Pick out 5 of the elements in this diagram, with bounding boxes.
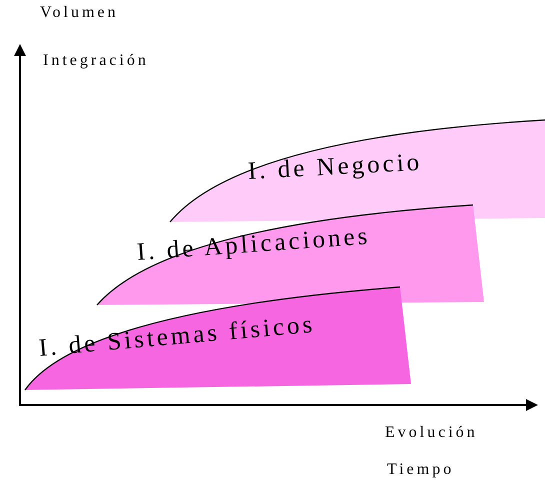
x-axis-title: Evolución: [385, 424, 478, 442]
x-axis-subtitle: Tiempo: [387, 461, 454, 479]
y-axis-subtitle: Integración: [43, 52, 149, 70]
band-label: I. de Negocio: [247, 148, 423, 186]
y-axis-title: Volumen: [40, 4, 118, 22]
